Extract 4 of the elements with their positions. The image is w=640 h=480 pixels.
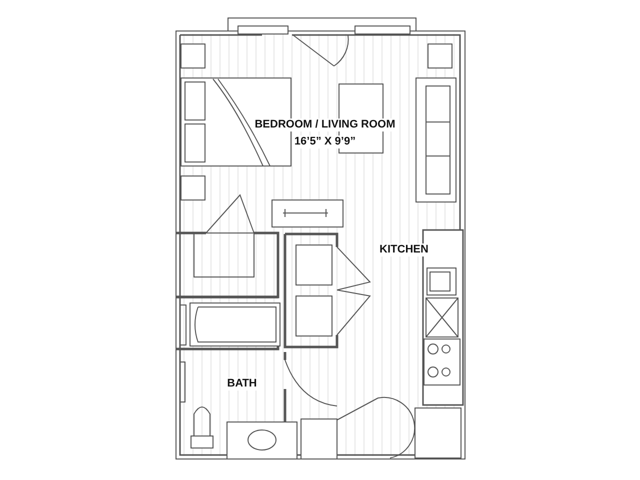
room-label: BATH	[225, 378, 259, 390]
room-label: BEDROOM / LIVING ROOM	[252, 118, 398, 132]
room-label: KITCHEN	[378, 244, 430, 256]
room-dimension: 16’5” X 9’9”	[292, 136, 358, 148]
